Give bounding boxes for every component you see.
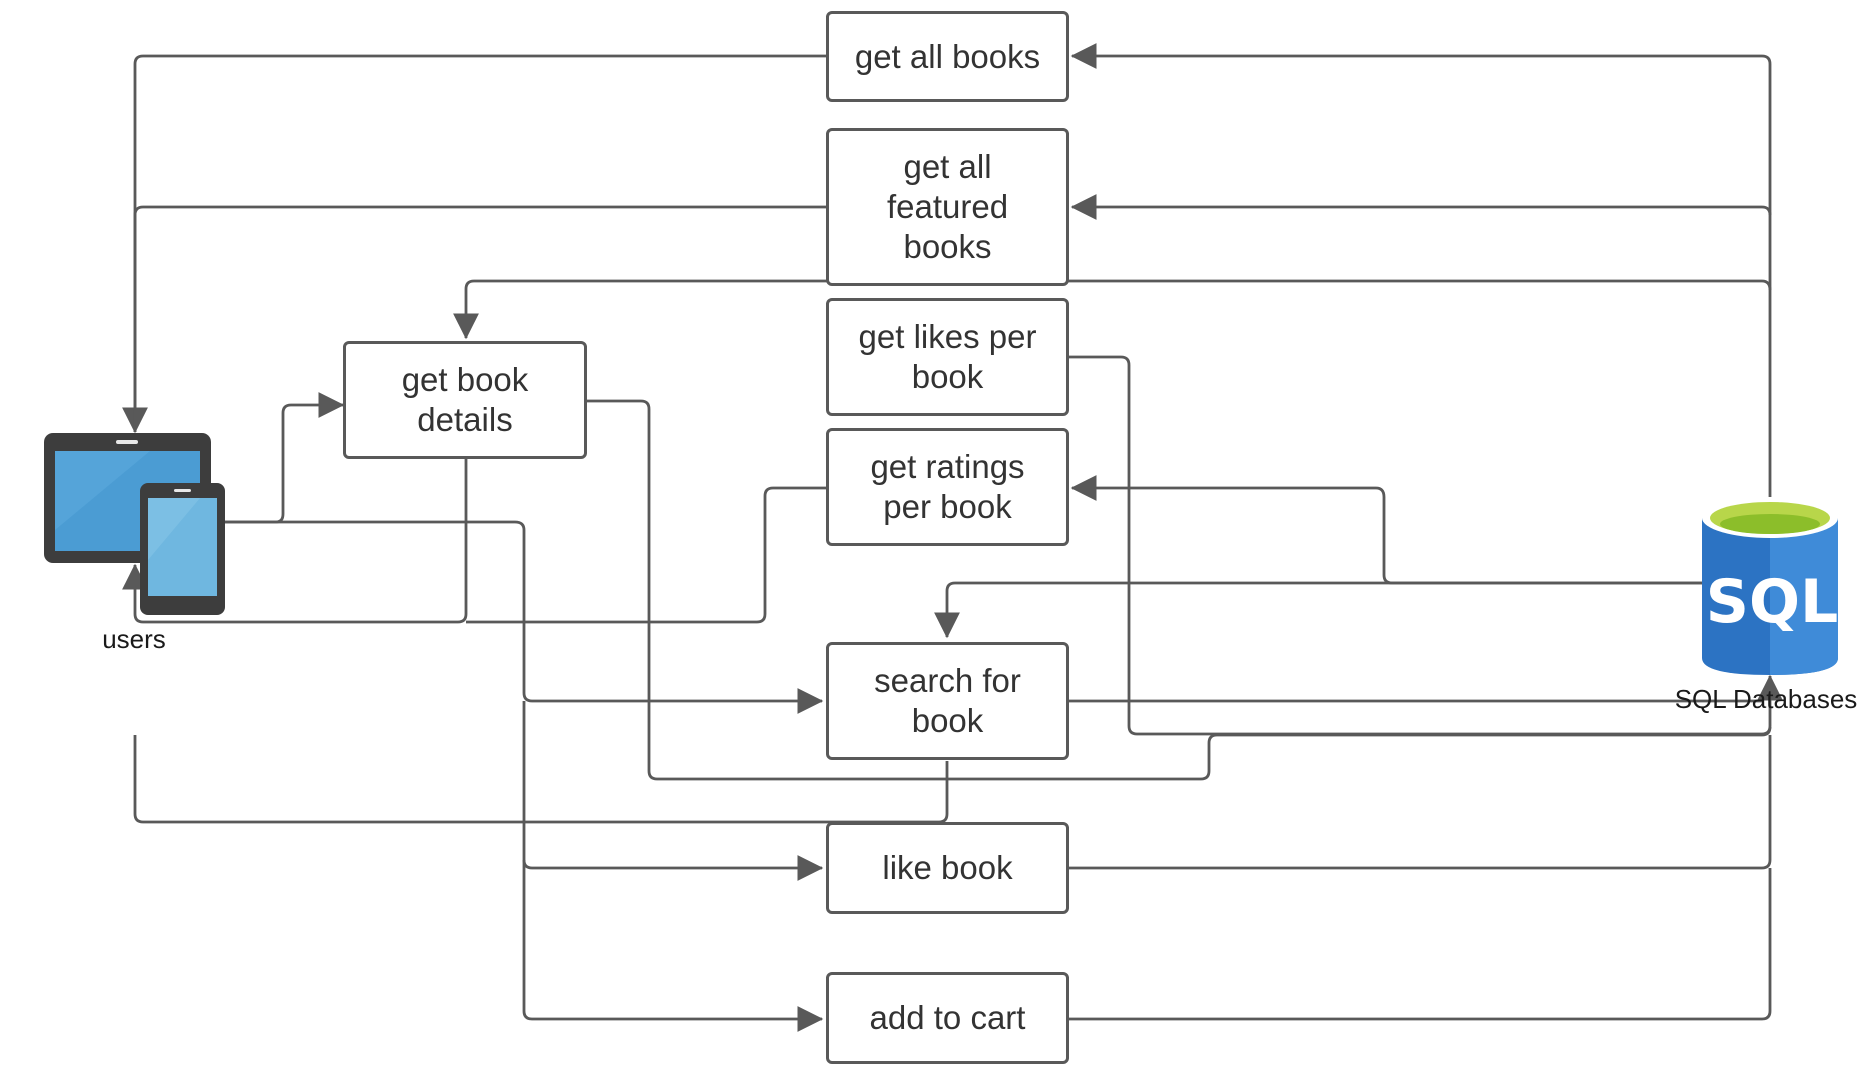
node-like-book: like book	[826, 822, 1069, 914]
node-add-to-cart: add to cart	[826, 972, 1069, 1064]
node-get-all-featured-books: get all featured books	[826, 128, 1069, 286]
sql-database-icon: SQL	[1702, 498, 1838, 675]
node-get-book-details: get book details	[343, 341, 587, 459]
edge-db-to-featured-books	[1070, 194, 1772, 220]
node-get-ratings-per-book: get ratings per book	[826, 428, 1069, 546]
edge-db-to-ratings	[1070, 475, 1702, 585]
edge-like-book-to-db	[1068, 735, 1772, 870]
edge-add-to-cart-to-db	[1068, 868, 1772, 1021]
users-devices-icon	[44, 433, 225, 615]
node-label: like book	[882, 849, 1013, 886]
edge-users-to-like-book	[522, 701, 824, 881]
edge-book-details-to-db	[585, 399, 1772, 781]
sql-databases-label: SQL Databases	[1674, 684, 1858, 714]
node-get-likes-per-book: get likes per book	[826, 298, 1069, 416]
edge-db-to-book-details	[453, 279, 1772, 340]
users-label: users	[102, 624, 166, 654]
node-label: get all books	[854, 37, 1041, 75]
edge-book-details-to-users	[122, 458, 468, 624]
edge-featured-books-to-users	[133, 205, 826, 432]
edge-likes-to-db	[1068, 355, 1783, 736]
edge-db-to-search	[934, 581, 1702, 639]
edge-db-to-get-all-books	[1070, 43, 1772, 497]
edge-users-to-book-details	[222, 392, 345, 524]
sql-logo-text: SQL	[1706, 567, 1838, 637]
edge-users-to-add-to-cart	[522, 860, 824, 1032]
node-label: search for book	[874, 662, 1021, 739]
node-label: get ratings per book	[870, 448, 1025, 525]
edge-users-to-search	[222, 520, 824, 714]
node-search-for-book: search for book	[826, 642, 1069, 760]
node-label: get book details	[401, 361, 529, 438]
node-label: get likes per book	[858, 318, 1037, 395]
node-label: add to cart	[869, 999, 1026, 1036]
node-label: get all featured books	[886, 148, 1009, 265]
node-get-all-books: get all books	[826, 11, 1069, 102]
edge-get-all-books-to-users	[122, 54, 826, 434]
edge-ratings-to-users	[466, 486, 826, 624]
edge-search-to-users	[133, 735, 949, 824]
